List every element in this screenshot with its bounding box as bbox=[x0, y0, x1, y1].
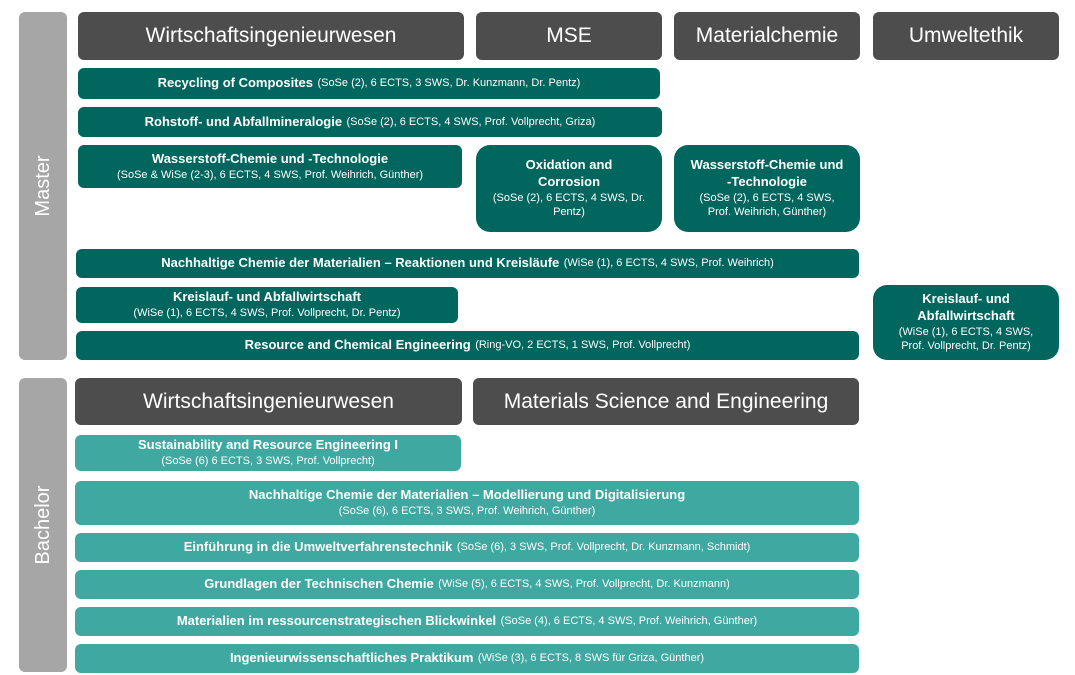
course-title: Oxidation and Corrosion bbox=[525, 157, 613, 190]
course-card: Grundlagen der Technischen Chemie (WiSe … bbox=[75, 570, 859, 599]
course-title: Recycling of Composites bbox=[157, 75, 313, 91]
master-label-text: Master bbox=[32, 155, 54, 217]
course-card: Wasserstoff-Chemie und -Technologie (SoSe… bbox=[78, 145, 462, 188]
course-title: Kreislauf- und Abfallwirtschaft bbox=[172, 289, 362, 305]
header-materials-science: Materials Science and Engineering bbox=[473, 378, 859, 425]
course-details: (SoSe (4), 6 ECTS, 4 SWS, Prof. Weihrich… bbox=[500, 615, 758, 628]
header-wirtschaftsingenieurwesen-bachelor: Wirtschaftsingenieurwesen bbox=[75, 378, 462, 425]
header-mse: MSE bbox=[476, 12, 662, 60]
course-card: Nachhaltige Chemie der Materialien – Mod… bbox=[75, 481, 859, 525]
course-title: Nachhaltige Chemie der Materialien – Rea… bbox=[161, 255, 560, 271]
course-details: (Ring-VO, 2 ECTS, 1 SWS, Prof. Vollprech… bbox=[475, 339, 691, 352]
course-card: Recycling of Composites (SoSe (2), 6 ECT… bbox=[78, 68, 660, 99]
header-umweltethik: Umweltethik bbox=[873, 12, 1059, 60]
course-title: Resource and Chemical Engineering bbox=[244, 337, 471, 353]
header-wirtschaftsingenieurwesen: Wirtschaftsingenieurwesen bbox=[78, 12, 464, 60]
course-details: (SoSe (2), 6 ECTS, 4 SWS, Prof. Weihrich… bbox=[699, 192, 835, 219]
course-card: Nachhaltige Chemie der Materialien – Rea… bbox=[76, 249, 859, 278]
course-title: Grundlagen der Technischen Chemie bbox=[204, 576, 434, 592]
course-details: (SoSe (6), 6 ECTS, 3 SWS, Prof. Weihrich… bbox=[338, 505, 596, 518]
course-details: (SoSe & WiSe (2-3), 6 ECTS, 4 SWS, Prof.… bbox=[116, 168, 424, 181]
course-card: Wasserstoff-Chemie und -Technologie(SoSe… bbox=[674, 145, 860, 232]
course-card: Rohstoff- und Abfallmineralogie (SoSe (2… bbox=[78, 107, 662, 137]
course-card: Oxidation and Corrosion(SoSe (2), 6 ECTS… bbox=[476, 145, 662, 232]
course-details: (SoSe (2), 6 ECTS, 3 SWS, Dr. Kunzmann, … bbox=[317, 77, 581, 90]
course-title: Wasserstoff-Chemie und -Technologie bbox=[690, 157, 844, 190]
course-title: Rohstoff- und Abfallmineralogie bbox=[144, 113, 343, 129]
course-details: (WiSe (5), 6 ECTS, 4 SWS, Prof. Vollprec… bbox=[438, 578, 730, 591]
course-details: (WiSe (1), 6 ECTS, 4 SWS, Prof. Vollprec… bbox=[133, 307, 401, 320]
course-details: (SoSe (6) 6 ECTS, 3 SWS, Prof. Vollprech… bbox=[161, 455, 375, 468]
course-title: Materialien im ressourcenstrategischen B… bbox=[176, 613, 497, 629]
course-title: Kreislauf- und Abfallwirtschaft bbox=[917, 291, 1015, 324]
course-title: Nachhaltige Chemie der Materialien – Mod… bbox=[248, 487, 686, 503]
course-details: (SoSe (2), 6 ECTS, 4 SWS, Prof. Vollprec… bbox=[346, 115, 596, 128]
course-card: Sustainability and Resource Engineering … bbox=[75, 435, 461, 471]
course-card: Kreislauf- und Abfallwirtschaft (WiSe (1)… bbox=[76, 287, 458, 323]
course-card: Kreislauf- und Abfallwirtschaft(WiSe (1)… bbox=[873, 285, 1059, 360]
course-card: Materialien im ressourcenstrategischen B… bbox=[75, 607, 859, 636]
course-title: Einführung in die Umweltverfahrenstechni… bbox=[183, 539, 453, 555]
bachelor-label-text: Bachelor bbox=[32, 485, 54, 565]
course-card: Einführung in die Umweltverfahrenstechni… bbox=[75, 533, 859, 562]
course-card: Resource and Chemical Engineering (Ring-… bbox=[76, 331, 859, 360]
course-details: (WiSe (1), 6 ECTS, 4 SWS, Prof. Vollprec… bbox=[898, 326, 1034, 353]
master-label: Master bbox=[19, 12, 67, 360]
course-title: Ingenieurwissenschaftliches Praktikum bbox=[229, 650, 474, 666]
course-card: Ingenieurwissenschaftliches Praktikum (W… bbox=[75, 644, 859, 673]
course-details: (SoSe (2), 6 ECTS, 4 SWS, Dr. Pentz) bbox=[492, 192, 646, 219]
course-details: (WiSe (3), 6 ECTS, 8 SWS für Griza, Günt… bbox=[477, 652, 705, 665]
bachelor-label: Bachelor bbox=[19, 378, 67, 672]
header-materialchemie: Materialchemie bbox=[674, 12, 860, 60]
course-title: Wasserstoff-Chemie und -Technologie bbox=[151, 150, 389, 166]
course-details: (SoSe (6), 3 SWS, Prof. Vollprecht, Dr. … bbox=[456, 541, 751, 554]
course-details: (WiSe (1), 6 ECTS, 4 SWS, Prof. Weihrich… bbox=[563, 257, 774, 270]
course-title: Sustainability and Resource Engineering … bbox=[137, 437, 399, 453]
